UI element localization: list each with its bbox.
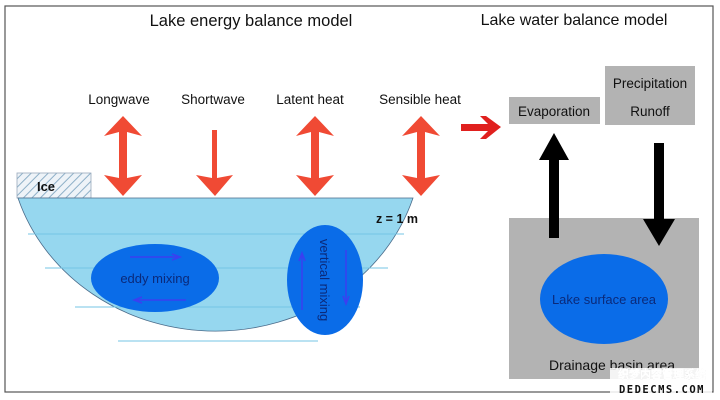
- evaporation-label: Evaporation: [518, 104, 590, 119]
- flux-label-shortwave: Shortwave: [181, 92, 245, 107]
- eddy-mixing-label: eddy mixing: [120, 271, 189, 286]
- vertical-mixing-ellipse: [287, 225, 363, 335]
- flux-label-longwave: Longwave: [88, 92, 150, 107]
- runoff-label: Runoff: [630, 104, 670, 119]
- ice-label: Ice: [37, 179, 55, 194]
- sensible-heat-double-arrow-icon: [402, 116, 440, 196]
- longwave-double-arrow-icon: [104, 116, 142, 196]
- vertical-down-arrow-icon: [342, 250, 350, 307]
- lake-surface-ellipse: [540, 254, 668, 344]
- shortwave-down-arrow-icon: [196, 130, 233, 196]
- flux-label-latent-heat: Latent heat: [276, 92, 344, 107]
- eddy-mixing-ellipse: [91, 244, 219, 312]
- precipitation-runoff-box: [605, 66, 695, 125]
- depth-label: z = 1 m: [376, 212, 418, 226]
- eddy-right-arrow-icon: [130, 253, 183, 261]
- inflow-down-arrow-icon: [643, 143, 675, 246]
- vertical-up-arrow-icon: [298, 250, 306, 310]
- flux-label-sensible-heat: Sensible heat: [379, 92, 461, 107]
- watermark-line1: 织梦内容管理系统: [618, 367, 706, 381]
- evaporation-up-arrow-icon: [539, 133, 569, 238]
- ice-block: [16, 172, 92, 199]
- eddy-left-arrow-icon: [131, 296, 186, 304]
- latent-heat-double-arrow-icon: [296, 116, 334, 196]
- energy-model-title: Lake energy balance model: [150, 12, 353, 30]
- watermark-background: [610, 368, 712, 398]
- evaporation-box: [509, 97, 600, 124]
- vertical-mixing-label: vertical mixing: [317, 239, 332, 321]
- water-model-title: Lake water balance model: [481, 12, 668, 29]
- watermark-line2: DEDECMS.COM: [619, 384, 705, 396]
- precipitation-label: Precipitation: [613, 76, 687, 91]
- link-right-arrow-icon: [461, 116, 501, 139]
- lake-surface-label: Lake surface area: [552, 292, 657, 307]
